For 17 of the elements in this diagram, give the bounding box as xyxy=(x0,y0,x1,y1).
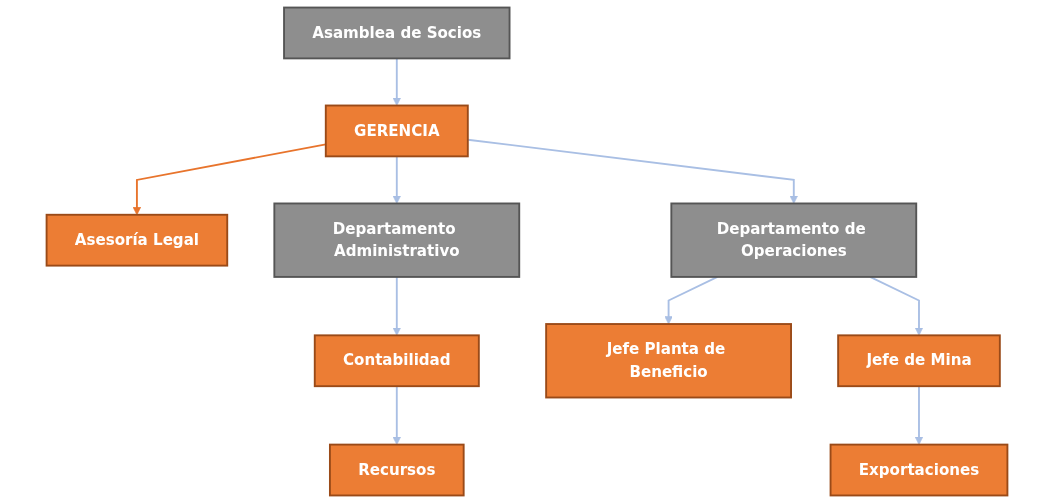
node-box: Departamento de Operaciones xyxy=(670,202,918,278)
node-box: Contabilidad xyxy=(313,334,480,388)
arrow xyxy=(914,385,924,445)
node-box: Exportaciones xyxy=(829,443,1009,497)
arrow xyxy=(869,276,924,336)
node-box: Jefe Planta de Beneficio xyxy=(545,323,792,399)
node-box: Recursos xyxy=(329,443,465,497)
node-box: Asamblea de Socios xyxy=(283,6,511,60)
arrow xyxy=(664,276,719,325)
node-box: Departamento Administrativo xyxy=(273,202,521,278)
arrow xyxy=(392,276,401,336)
node-box: Asesoría Legal xyxy=(45,213,229,267)
node-box: Jefe de Mina xyxy=(837,334,1001,388)
arrow xyxy=(392,155,401,204)
arrow xyxy=(392,57,401,106)
node-box: GERENCIA xyxy=(324,104,469,158)
arrow xyxy=(392,385,401,445)
